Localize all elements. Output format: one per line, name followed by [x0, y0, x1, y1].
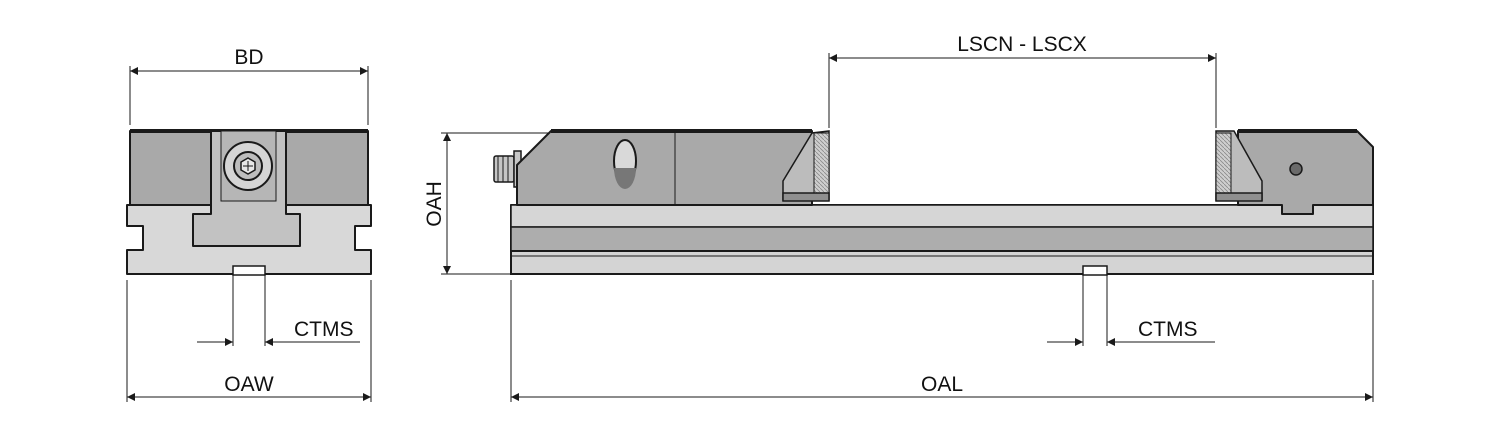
rail-upper-band [510, 204, 1374, 228]
movable-jaw-body [516, 130, 813, 206]
right-jaw-serration [1215, 132, 1232, 197]
spindle-stub [493, 155, 515, 183]
end-view: BD CTMS OAW [126, 46, 372, 402]
ctms-left-label: CTMS [294, 318, 354, 341]
side-view: LSCN - LSCX OAH CTMS OAL [423, 33, 1374, 402]
oal-label: OAL [921, 373, 963, 396]
fixed-jaw-pin [1289, 162, 1303, 176]
oaw-label: OAW [224, 373, 274, 396]
end-view-key-slot [232, 265, 266, 276]
oah-label: OAH [423, 181, 446, 227]
left-jaw-serration [813, 132, 830, 197]
ctms-right-label: CTMS [1138, 318, 1198, 341]
side-view-key-slot [1082, 265, 1108, 276]
rail-lower-band [510, 250, 1374, 275]
rail-middle-band [510, 226, 1374, 252]
lscn-lscx-label: LSCN - LSCX [957, 33, 1087, 56]
bd-label: BD [234, 46, 263, 69]
fixed-jaw-body [1237, 130, 1374, 215]
